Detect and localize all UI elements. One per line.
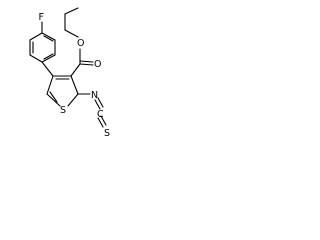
atom-ester-ether-oxygen: O xyxy=(77,38,84,49)
bond-ring-carbonyl xyxy=(70,63,81,77)
bond-c-s-double xyxy=(100,115,107,126)
bond-n-c-double xyxy=(97,97,104,108)
bond xyxy=(41,54,56,63)
bond xyxy=(46,75,54,95)
atom-isothiocyanate-nitrogen: N xyxy=(91,90,98,101)
bond xyxy=(29,54,43,63)
bond xyxy=(46,93,61,107)
bond-carbonyl-double xyxy=(79,63,94,66)
molecule-structure: F S O O N C S xyxy=(29,7,110,138)
atom-isothiocyanate-sulfur: S xyxy=(104,128,110,138)
bond-ether-ethyl xyxy=(64,29,79,38)
thiophene-ring xyxy=(46,75,79,107)
atom-fluorine: F xyxy=(39,12,44,23)
bond xyxy=(67,93,79,107)
bond xyxy=(29,32,43,41)
ethyl-ester-group xyxy=(64,7,94,77)
double-bond-inner xyxy=(43,35,54,42)
bond-aryl-thiophene xyxy=(41,61,54,77)
bond xyxy=(70,75,79,95)
atom-ester-carbonyl-oxygen: O xyxy=(94,59,101,70)
bond xyxy=(41,32,56,41)
double-bond-inner xyxy=(49,91,58,103)
atom-isothiocyanate-carbon: C xyxy=(97,109,104,120)
double-bond-inner xyxy=(43,53,54,60)
atom-thiophene-sulfur: S xyxy=(60,105,66,116)
bond-carbonyl-double xyxy=(79,60,94,63)
bond-ethyl xyxy=(64,7,79,15)
structure-canvas: F S O O N C S xyxy=(0,0,121,138)
bond-n-c-double xyxy=(94,99,101,110)
fluorophenyl-ring xyxy=(29,32,56,63)
isothiocyanate-group xyxy=(77,93,107,128)
bond-c-s-double xyxy=(97,117,104,128)
